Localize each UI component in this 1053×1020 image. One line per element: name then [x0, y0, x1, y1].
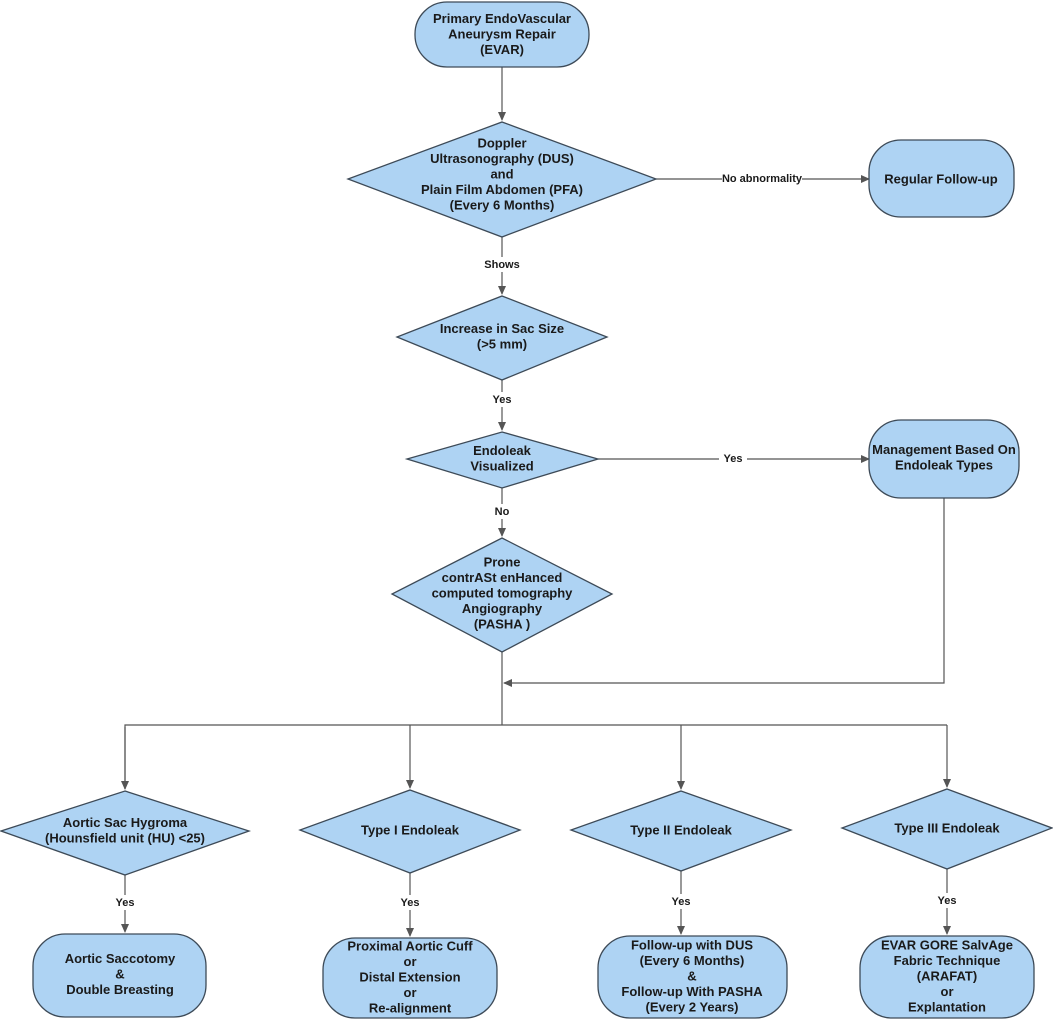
node-line: Fabric Technique — [894, 953, 1001, 968]
node-line: Aneurysm Repair — [448, 27, 556, 42]
node-line: Plain Film Abdomen (PFA) — [421, 182, 583, 197]
node-sac-size-text: Increase in Sac Size(>5 mm) — [440, 321, 564, 352]
node-line: and — [490, 167, 513, 182]
node-line: Type I Endoleak — [361, 823, 460, 838]
node-type2-text: Type II Endoleak — [630, 823, 732, 838]
node-line: Aortic Saccotomy — [65, 951, 176, 966]
node-hygroma-text: Aortic Sac Hygroma(Hounsfield unit (HU) … — [45, 815, 205, 846]
node-followup-dus-text: Follow-up with DUS(Every 6 Months)&Follo… — [621, 938, 763, 1015]
node-line: Explantation — [908, 1000, 986, 1015]
node-line: Follow-up With PASHA — [621, 984, 763, 999]
node-line: Aortic Sac Hygroma — [63, 815, 188, 830]
node-line: or — [404, 985, 417, 1000]
node-line: & — [687, 969, 696, 984]
node-line: Endoleak Types — [895, 457, 993, 472]
node-type3-text: Type III Endoleak — [894, 821, 1000, 836]
node-line: Proximal Aortic Cuff — [347, 939, 473, 954]
node-regular-followup: Regular Follow-up — [868, 139, 1015, 218]
node-line: (PASHA ) — [474, 617, 530, 632]
label-yes-type1: Yes — [401, 897, 420, 909]
node-type1: Type I Endoleak — [298, 789, 522, 874]
node-line: (Every 2 Years) — [646, 1000, 739, 1015]
node-line: Type III Endoleak — [894, 821, 1000, 836]
node-line: (Every 6 Months) — [450, 198, 555, 213]
edge-management-to-branch — [503, 498, 945, 687]
node-line: (EVAR) — [480, 42, 524, 57]
node-type1-text: Type I Endoleak — [361, 823, 460, 838]
node-line: (>5 mm) — [477, 336, 527, 351]
node-hygroma: Aortic Sac Hygroma(Hounsfield unit (HU) … — [0, 790, 252, 876]
node-line: computed tomography — [432, 586, 574, 601]
label-yes-sac: Yes — [493, 394, 512, 406]
node-saccotomy-text: Aortic Saccotomy&Double Breasting — [65, 951, 176, 997]
label-shows: Shows — [484, 259, 519, 271]
node-line: Angiography — [462, 601, 543, 616]
node-type3: Type III Endoleak — [840, 788, 1053, 870]
label-no-abnormality: No abnormality — [722, 173, 803, 185]
node-line: or — [404, 954, 417, 969]
edge-labels: No abnormality Shows Yes Yes No Yes Yes … — [111, 171, 961, 910]
node-line: Endoleak — [473, 443, 532, 458]
node-type2: Type II Endoleak — [569, 790, 793, 872]
node-line: Distal Extension — [359, 970, 460, 985]
node-line: Management Based On — [872, 442, 1016, 457]
node-line: Primary EndoVascular — [433, 11, 571, 26]
node-line: Double Breasting — [66, 982, 174, 997]
node-regular-followup-text: Regular Follow-up — [884, 172, 997, 187]
node-line: (Every 6 Months) — [640, 953, 745, 968]
node-line: Doppler — [477, 136, 526, 151]
node-line: Follow-up with DUS — [631, 938, 753, 953]
node-line: Increase in Sac Size — [440, 321, 564, 336]
node-sac-size: Increase in Sac Size(>5 mm) — [395, 295, 609, 381]
node-line: or — [941, 984, 954, 999]
node-line: & — [115, 967, 124, 982]
node-line: EVAR GORE SalvAge — [881, 938, 1013, 953]
node-line: contrASt enHanced — [442, 570, 563, 585]
node-followup-dus: Follow-up with DUS(Every 6 Months)&Follo… — [597, 935, 788, 1019]
label-yes-management: Yes — [724, 453, 743, 465]
node-line: Type II Endoleak — [630, 823, 732, 838]
node-line: Visualized — [470, 458, 533, 473]
node-line: Regular Follow-up — [884, 172, 997, 187]
edge-branch-bus — [124, 724, 947, 789]
label-no-pasha: No — [495, 506, 510, 518]
label-yes-type2: Yes — [672, 896, 691, 908]
node-line: (ARAFAT) — [917, 969, 977, 984]
node-saccotomy: Aortic Saccotomy&Double Breasting — [32, 933, 207, 1018]
node-line: Prone — [484, 555, 521, 570]
node-line: Re-alignment — [369, 1001, 452, 1016]
node-line: Ultrasonography (DUS) — [430, 151, 574, 166]
node-line: (Hounsfield unit (HU) <25) — [45, 830, 205, 845]
label-yes-type3: Yes — [938, 895, 957, 907]
label-yes-hygroma: Yes — [116, 897, 135, 909]
